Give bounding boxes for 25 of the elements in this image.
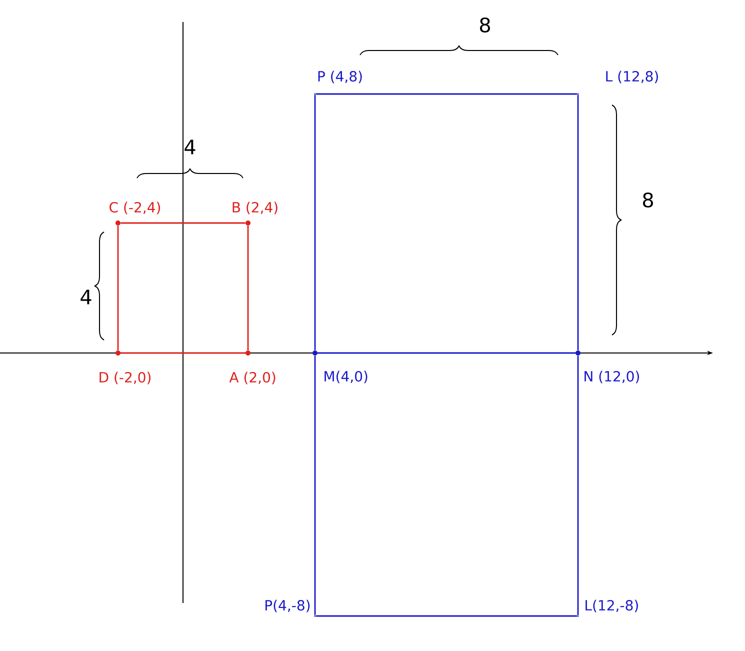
rectangle-side: [117, 226, 119, 350]
rectangle-side: [120, 352, 246, 354]
rectangle-side: [316, 93, 577, 95]
dimension-label: 4: [184, 140, 196, 154]
rectangle-side: [318, 352, 576, 354]
rectangle-side: [577, 356, 579, 615]
dimension-label: 8: [643, 192, 653, 208]
point-label: P (4,8): [318, 70, 362, 84]
point-label: P(4,-8): [266, 600, 310, 612]
point-label: B (2,4): [232, 202, 278, 214]
rectangle-side: [314, 356, 316, 615]
point-label: C (-2,4): [110, 202, 160, 214]
rectangle-side: [577, 95, 579, 350]
rectangle-side: [316, 615, 577, 617]
dimension-label: 8: [480, 17, 490, 33]
rectangle-side: [120, 222, 246, 224]
point-label: L (12,8): [606, 70, 658, 84]
rectangle-side: [247, 226, 249, 350]
point-label: L(12,-8): [586, 600, 638, 612]
point-label: D (-2,0): [100, 372, 151, 384]
rectangle-side: [314, 95, 316, 350]
point-label: A (2,0): [229, 372, 276, 384]
dimension-label: 4: [80, 290, 92, 304]
point-label: M(4,0): [324, 370, 368, 384]
point-label: N (12,0): [584, 370, 639, 384]
